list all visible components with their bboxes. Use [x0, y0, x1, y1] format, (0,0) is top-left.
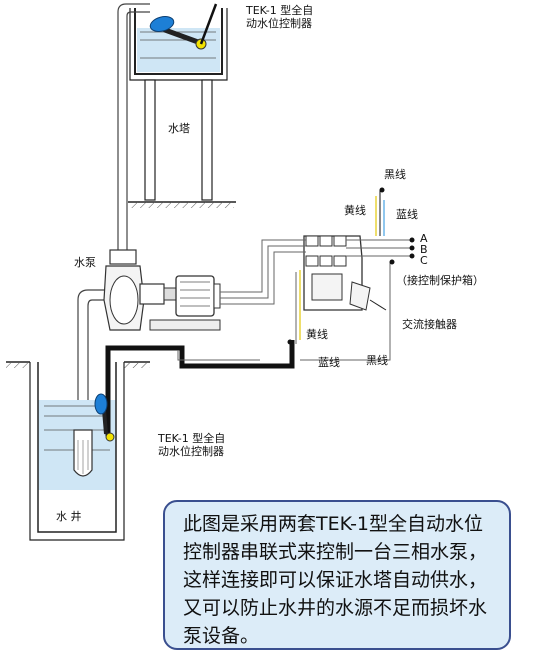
- phase-c-label: C: [420, 254, 428, 267]
- well-label: 水 井: [56, 510, 82, 523]
- phase-a-label: A: [420, 232, 428, 245]
- blue-wire-bottom-label: 蓝线: [318, 356, 340, 369]
- yellow-wire-bottom-label: 黄线: [306, 328, 328, 341]
- well-cable: [105, 340, 295, 436]
- well-float-switch: [105, 432, 115, 442]
- note-box: 此图是采用两套TEK-1型全自动水位控制器串联式来控制一台三相水泵，这样连接即可…: [163, 500, 511, 650]
- tower-column-right: [201, 79, 213, 201]
- pump-label: 水泵: [74, 256, 96, 269]
- yellow-wire-top-label: 黄线: [344, 204, 366, 217]
- well-wall-outer: [29, 362, 125, 541]
- contactor-label: 交流接触器: [402, 318, 457, 331]
- protection-box-label: （接控制保护箱）: [396, 274, 484, 287]
- pump: [103, 249, 221, 331]
- well-controller-label: TEK-1 型全自 动水位控制器: [158, 432, 226, 458]
- well-wall-inner: [37, 362, 117, 533]
- tower-float-controller: [149, 3, 218, 50]
- tower-float: [149, 16, 175, 32]
- black-wire-bottom-label: 黑线: [366, 354, 388, 367]
- tower-label: 水塔: [168, 122, 190, 135]
- phase-b-label: B: [420, 243, 428, 256]
- blue-wire-top-label: 蓝线: [396, 208, 418, 221]
- terminals: [287, 187, 415, 345]
- well-float: [94, 393, 108, 415]
- wiring: [177, 190, 412, 361]
- well-float-controller: [94, 340, 295, 442]
- note-text: 此图是采用两套TEK-1型全自动水位控制器串联式来控制一台三相水泵，这样连接即可…: [183, 513, 488, 647]
- tower-tank: [134, 8, 223, 75]
- contactor: [303, 235, 371, 311]
- tower-column-left: [144, 79, 156, 201]
- tower-controller-label: TEK-1 型全自 动水位控制器: [246, 4, 314, 30]
- black-wire-top-label: 黑线: [384, 168, 406, 181]
